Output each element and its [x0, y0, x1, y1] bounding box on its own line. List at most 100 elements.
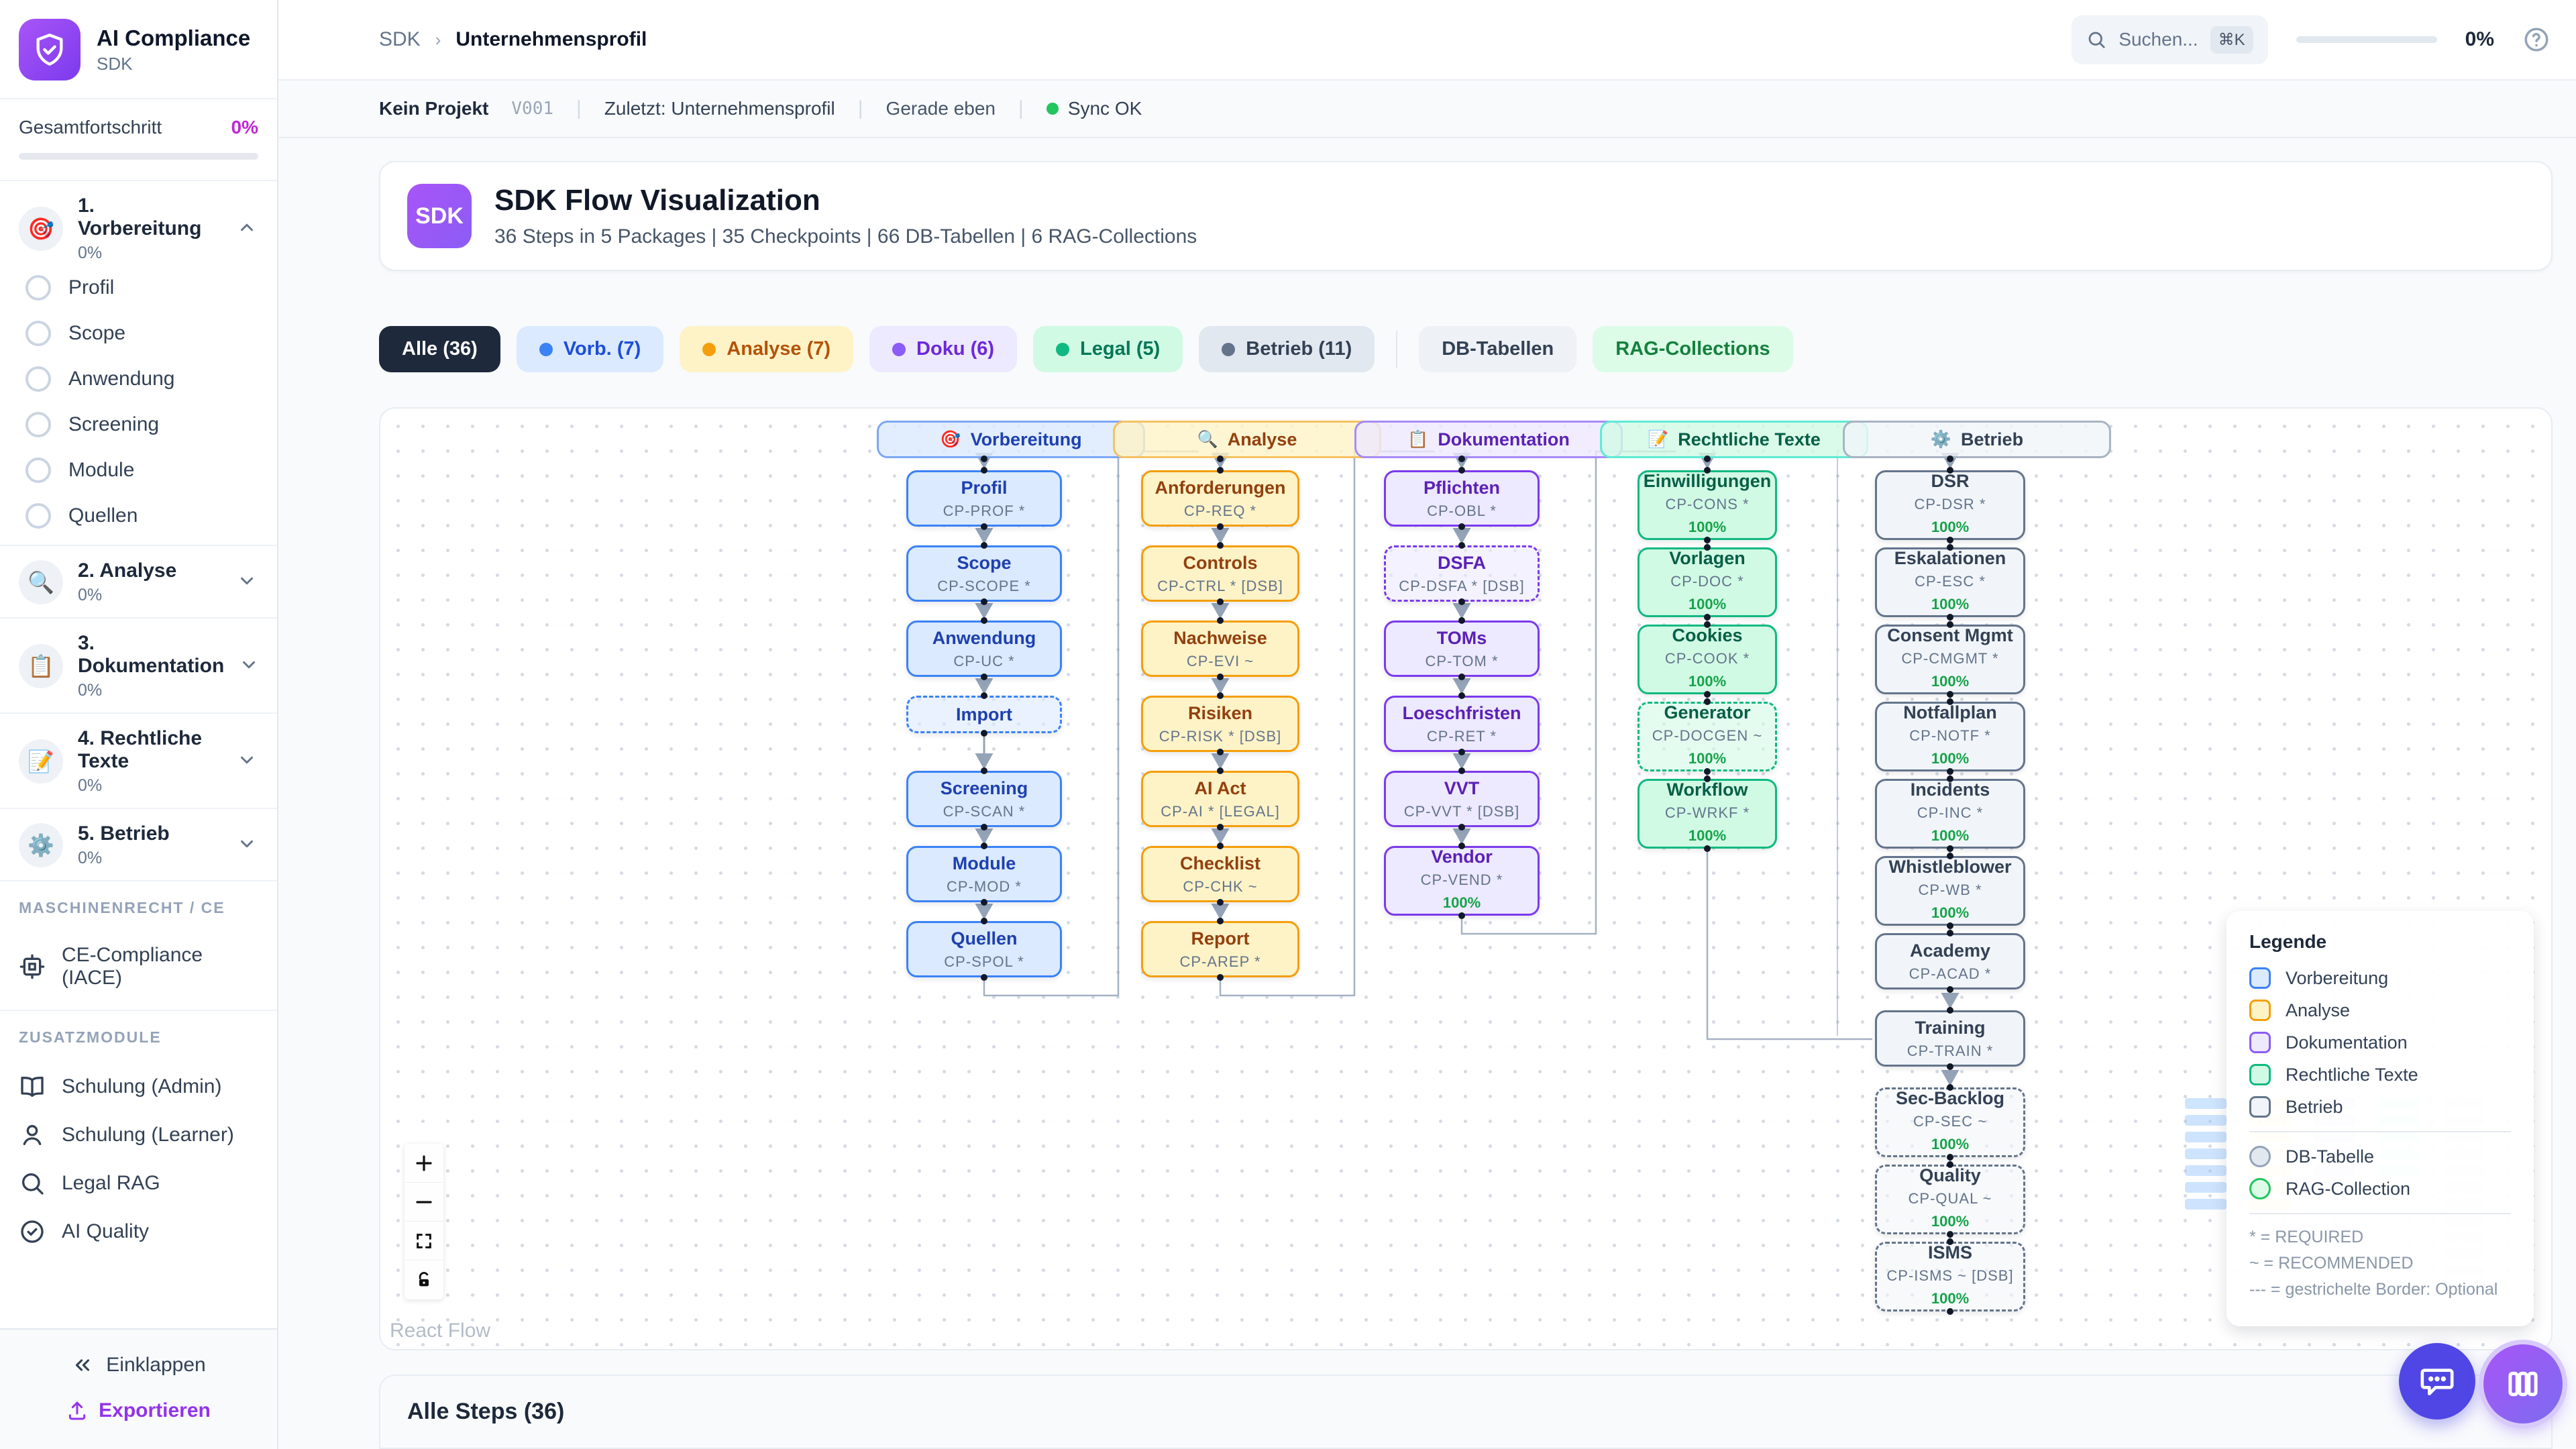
- filter-pill-doku-6-[interactable]: Doku (6): [869, 326, 1018, 372]
- export-button[interactable]: Exportieren: [19, 1399, 258, 1422]
- filter-pill-db-tabellen[interactable]: DB-Tabellen: [1419, 326, 1577, 372]
- connection-handle: [1947, 1084, 1953, 1091]
- connection-handle: [1458, 912, 1465, 919]
- node-code: CP-SEC ~: [1913, 1112, 1988, 1130]
- help-icon[interactable]: [2522, 25, 2551, 54]
- filter-pill-legal-5-[interactable]: Legal (5): [1033, 326, 1183, 372]
- version-badge: V001: [511, 99, 554, 119]
- flow-column-header-betrieb[interactable]: ⚙️Betrieb: [1843, 421, 2111, 458]
- sidebar-item-module[interactable]: Module: [25, 458, 261, 483]
- flow-column-header-analyse[interactable]: 🔍Analyse: [1113, 421, 1381, 458]
- node-title: Whistleblower: [1888, 856, 2012, 877]
- collapse-sidebar-button[interactable]: Einklappen: [19, 1354, 258, 1377]
- sidebar-item-scope[interactable]: Scope: [25, 321, 261, 346]
- sidebar-item-screening[interactable]: Screening: [25, 412, 261, 437]
- filter-pill-analyse-7-[interactable]: Analyse (7): [680, 326, 854, 372]
- filter-pill-label: Legal (5): [1080, 338, 1161, 360]
- sidebar-item-anwendung[interactable]: Anwendung: [25, 366, 261, 392]
- connection-handle: [1458, 455, 1465, 462]
- sidebar-item-legal-rag[interactable]: Legal RAG: [19, 1159, 258, 1208]
- sidebar-item-ce-compliance-iace-[interactable]: CE-Compliance (IACE): [19, 933, 258, 1000]
- filter-pill-label: Betrieb (11): [1246, 338, 1352, 360]
- search-input[interactable]: Suchen... ⌘K: [2072, 15, 2268, 64]
- flow-node-import[interactable]: Import: [906, 696, 1062, 733]
- filter-pill-vorb-7-[interactable]: Vorb. (7): [516, 326, 664, 372]
- filter-dot: [539, 342, 553, 356]
- connection-handle: [1704, 467, 1711, 474]
- panel-toggle-fab-button[interactable]: [2483, 1344, 2563, 1424]
- main-area: SDK › Unternehmensprofil Suchen... ⌘K 0%: [278, 0, 2576, 1449]
- zoom-in-button[interactable]: [405, 1144, 443, 1183]
- connection-handle: [1217, 455, 1224, 462]
- page-subtitle: 36 Steps in 5 Packages | 35 Checkpoints …: [494, 225, 1197, 248]
- sidebar-item-schulung-admin-[interactable]: Schulung (Admin): [19, 1063, 258, 1111]
- sidebar-item-schulung-learner-[interactable]: Schulung (Learner): [19, 1111, 258, 1159]
- zoom-out-button[interactable]: [405, 1183, 443, 1222]
- flow-column-header-vorbereitung[interactable]: 🎯Vorbereitung: [877, 421, 1145, 458]
- chat-fab-button[interactable]: [2399, 1343, 2475, 1419]
- node-title: TOMs: [1436, 627, 1487, 648]
- filter-pill-betrieb-11-[interactable]: Betrieb (11): [1199, 326, 1375, 372]
- lock-toggle-button[interactable]: [405, 1260, 443, 1299]
- connection-handle: [1458, 843, 1465, 849]
- node-code: CP-QUAL ~: [1908, 1189, 1992, 1207]
- flow-column-header-rechtliche-texte[interactable]: 📝Rechtliche Texte: [1600, 421, 1868, 458]
- sidebar-item-quellen[interactable]: Quellen: [25, 503, 261, 529]
- flow-column-header-dokumentation[interactable]: 📋Dokumentation: [1354, 421, 1623, 458]
- filter-pill-alle-36-[interactable]: Alle (36): [379, 326, 500, 372]
- legend-item: Analyse: [2249, 1000, 2511, 1021]
- fit-view-button[interactable]: [405, 1222, 443, 1260]
- user-icon: [19, 1122, 46, 1148]
- legend-item: DB-Tabelle: [2249, 1146, 2511, 1167]
- sidebar-item-ai-quality[interactable]: AI Quality: [19, 1208, 258, 1256]
- node-title: Quellen: [951, 928, 1018, 949]
- breadcrumb-root[interactable]: SDK: [379, 28, 421, 50]
- node-code: CP-DOCGEN ~: [1652, 727, 1763, 744]
- sidebar-item-profil[interactable]: Profil: [25, 275, 261, 301]
- filter-pill-rag-collections[interactable]: RAG-Collections: [1593, 326, 1793, 372]
